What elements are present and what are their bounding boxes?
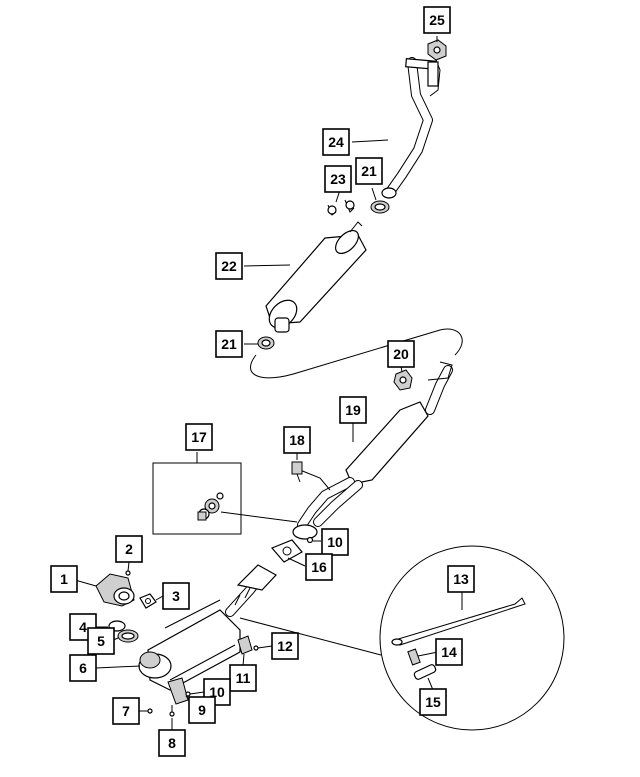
callout-21-upper: 21 [355,157,383,185]
part-8-stud [169,705,175,717]
callout-7-label: 7 [122,703,130,719]
part-7-nut [147,708,153,714]
part-16-gasket [270,539,303,563]
callout-6-label: 6 [79,660,87,676]
part-5-v-band-clamp [117,629,139,643]
assembly-connector-line [250,328,463,379]
callout-15-label: 15 [425,694,441,710]
callout-24: 24 [322,128,350,156]
part-6-catalytic-converter [138,564,277,691]
callout-18: 18 [283,426,311,454]
part-23-clamp-bolt [327,199,355,216]
callout-23: 23 [324,165,352,193]
callout-21-lower: 21 [215,330,243,358]
callout-10-upper-label: 10 [327,534,343,550]
callout-14-label: 14 [441,644,457,660]
part-21-clamp-lower [257,336,275,350]
callout-22-label: 22 [221,258,237,274]
part-24-tailpipe [381,57,441,199]
callout-2-label: 2 [125,541,133,557]
callout-1: 1 [50,565,78,593]
callout-3: 3 [162,582,190,610]
callout-13: 13 [447,565,475,593]
callout-19: 19 [339,396,367,424]
callout-14: 14 [435,638,463,666]
callout-9: 9 [188,696,216,724]
callout-21-upper-label: 21 [361,163,377,179]
detail-circle-13-15 [239,545,565,731]
callout-17-label: 17 [191,429,207,445]
callout-6: 6 [69,654,97,682]
part-1-turbo-outlet [95,573,135,607]
callout-19-label: 19 [345,402,361,418]
callout-25: 25 [423,6,451,34]
callout-12-label: 12 [277,638,293,654]
callout-25-label: 25 [429,12,445,28]
callout-12: 12 [271,632,299,660]
part-10-bolt-upper [306,536,314,544]
callout-2: 2 [115,535,143,563]
callout-15: 15 [419,688,447,716]
part-17-sensor-detail-box [152,462,298,535]
callout-3-label: 3 [172,588,180,604]
part-22-muffler [265,221,367,333]
callout-18-label: 18 [289,432,305,448]
callout-7: 7 [112,697,140,725]
callout-20: 20 [387,340,415,368]
part-9-bracket [167,677,189,705]
callout-10-upper: 10 [321,528,349,556]
part-12-bolt [253,645,259,651]
part-19-intermediate-pipe [292,361,453,540]
callout-23-label: 23 [330,171,346,187]
part-25-hanger-isolator [427,39,447,61]
part-18-sensor [291,461,303,483]
callout-24-label: 24 [328,134,344,150]
callout-11: 11 [229,664,257,692]
part-10-bolt-lower [185,691,191,697]
part-21-clamp-upper [370,200,390,214]
callout-20-label: 20 [393,346,409,362]
callout-4-label: 4 [79,619,87,635]
callout-21-lower-label: 21 [221,336,237,352]
part-2-stud [125,570,131,576]
callout-8: 8 [158,729,186,757]
callout-11-label: 11 [236,670,251,686]
callout-1-label: 1 [60,571,68,587]
callout-9-label: 9 [198,702,206,718]
callout-13-label: 13 [453,571,469,587]
callout-10-lower-label: 10 [209,684,225,700]
callout-17: 17 [185,423,213,451]
part-20-hanger [393,369,413,391]
callout-22: 22 [215,252,243,280]
callout-5-label: 5 [97,633,105,649]
part-11-sensor-bracket [237,635,253,655]
callout-16-label: 16 [311,559,327,575]
callout-16: 16 [305,553,333,581]
part-3-gasket [139,593,157,609]
callout-5: 5 [87,627,115,655]
callout-8-label: 8 [168,735,176,751]
